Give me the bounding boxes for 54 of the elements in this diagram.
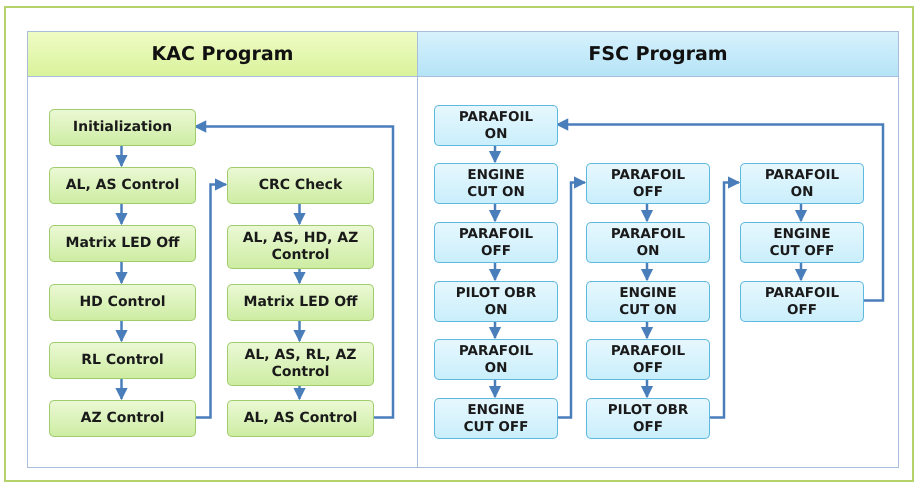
arrow <box>640 321 654 340</box>
arrow <box>556 118 884 302</box>
process-box: AZ Control <box>49 400 196 437</box>
arrow <box>115 145 128 168</box>
arrow <box>293 268 306 284</box>
process-box: Matrix LED Off <box>49 225 196 262</box>
arrow <box>640 379 654 398</box>
panel-header: FSC Program <box>418 32 898 77</box>
process-box: AL, AS, HD, AZ Control <box>227 225 374 269</box>
arrow <box>640 203 654 222</box>
program-panel <box>27 31 418 468</box>
arrow <box>293 203 306 226</box>
process-box: PARAFOIL OFF <box>740 281 864 322</box>
arrow <box>115 320 128 342</box>
arrow <box>293 320 306 342</box>
process-box: PARAFOIL ON <box>434 105 558 146</box>
arrow <box>794 262 808 282</box>
arrow <box>709 176 740 419</box>
process-box: AL, AS Control <box>49 167 196 204</box>
process-box: ENGINE CUT ON <box>586 281 710 322</box>
program-panel <box>417 31 899 468</box>
process-box: PARAFOIL ON <box>434 339 558 380</box>
process-box: Initialization <box>49 109 196 146</box>
process-box: CRC Check <box>227 167 374 204</box>
arrow <box>115 203 128 226</box>
arrow <box>488 262 502 282</box>
arrow <box>488 203 502 222</box>
arrow <box>115 378 128 400</box>
arrow <box>488 145 502 164</box>
arrow <box>488 379 502 398</box>
panel-header: KAC Program <box>28 32 417 77</box>
arrow <box>794 203 808 222</box>
process-box: PARAFOIL OFF <box>434 222 558 263</box>
process-box: PARAFOIL OFF <box>586 339 710 380</box>
arrow <box>115 261 128 284</box>
process-box: ENGINE CUT ON <box>434 163 558 204</box>
process-box: PARAFOIL ON <box>740 163 864 204</box>
arrow <box>194 120 394 419</box>
process-box: Matrix LED Off <box>227 284 374 321</box>
process-box: ENGINE CUT OFF <box>434 398 558 439</box>
process-box: AL, AS Control <box>227 400 374 437</box>
process-box: PILOT OBR ON <box>434 281 558 322</box>
arrow <box>557 176 586 419</box>
arrow <box>195 178 228 419</box>
process-box: ENGINE CUT OFF <box>740 222 864 263</box>
process-box: PARAFOIL OFF <box>586 163 710 204</box>
arrow <box>293 385 306 400</box>
arrow <box>488 321 502 340</box>
process-box: PARAFOIL ON <box>586 222 710 263</box>
process-box: AL, AS, RL, AZ Control <box>227 342 374 386</box>
process-box: PILOT OBR OFF <box>586 398 710 439</box>
arrow <box>640 262 654 282</box>
process-box: HD Control <box>49 284 196 321</box>
process-box: RL Control <box>49 342 196 379</box>
